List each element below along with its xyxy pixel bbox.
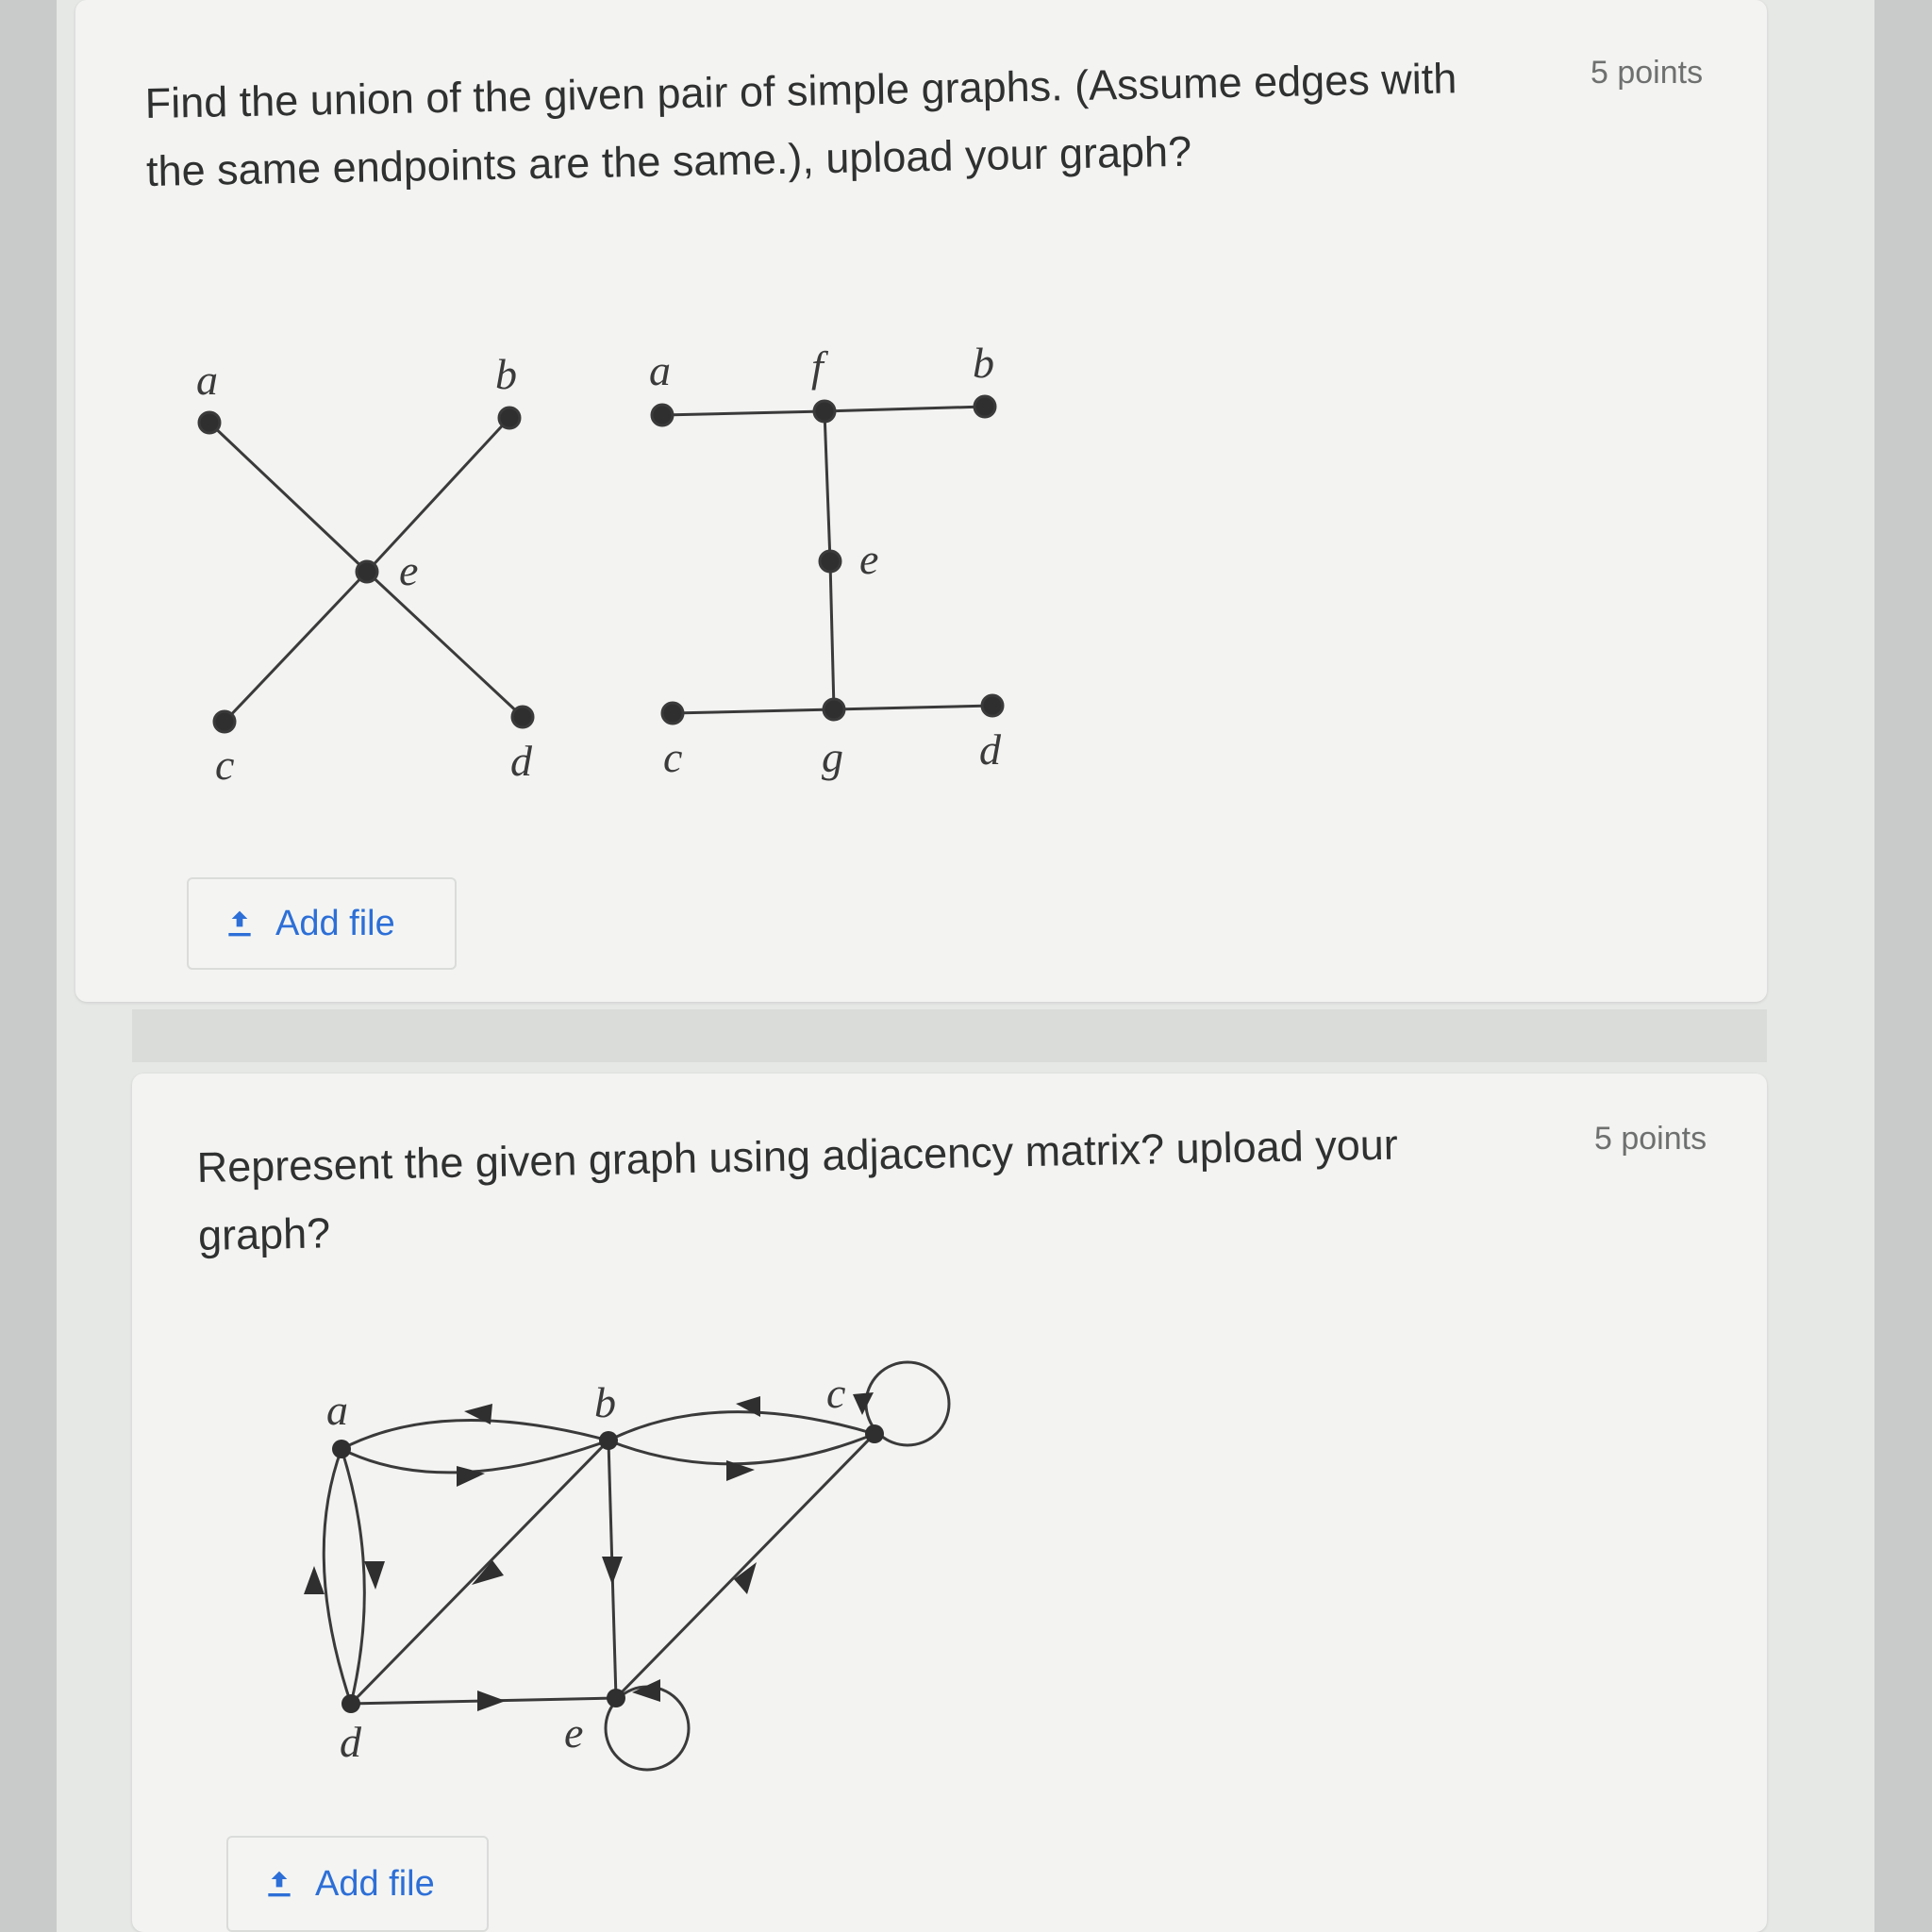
- node-c: [865, 1424, 884, 1443]
- arrowhead-a-d: [364, 1561, 385, 1590]
- add-file-button[interactable]: Add file: [187, 877, 457, 970]
- upload-icon: [268, 1871, 291, 1897]
- arrowhead-b-a: [464, 1404, 492, 1424]
- edge-e-c: [223, 570, 369, 724]
- node-b: [599, 1431, 618, 1450]
- directed-graph-nodes: [332, 1424, 884, 1713]
- label-a: a: [326, 1386, 348, 1434]
- edge-b-e: [365, 416, 511, 574]
- question-card-2: [132, 1074, 1767, 1932]
- label-e: e: [859, 535, 878, 583]
- label-e: e: [564, 1708, 583, 1757]
- label-b: b: [973, 339, 994, 387]
- node-d: [980, 693, 1005, 718]
- edge-a-d: [340, 1448, 366, 1705]
- label-d: d: [979, 725, 1002, 774]
- node-b: [497, 406, 522, 430]
- label-b: b: [594, 1378, 616, 1426]
- arrowhead-b-c: [726, 1460, 755, 1481]
- node-a: [197, 410, 222, 435]
- add-file-label: Add file: [275, 903, 395, 943]
- edge-b-d: [349, 1439, 610, 1706]
- node-d: [341, 1694, 360, 1713]
- node-a: [650, 403, 675, 427]
- edge-a-f: [661, 409, 825, 417]
- label-c: c: [215, 741, 234, 789]
- edge-a-b: [341, 1439, 609, 1474]
- edge-d-a: [322, 1448, 353, 1705]
- add-file-label: Add file: [315, 1863, 435, 1904]
- label-c: c: [826, 1369, 845, 1417]
- arrowhead-b-d: [472, 1560, 504, 1585]
- arrowhead-c-b: [736, 1396, 760, 1417]
- node-d: [510, 705, 535, 729]
- edge-b-c: [608, 1432, 875, 1466]
- upload-icon: [228, 910, 251, 937]
- edge-e-g: [828, 560, 836, 710]
- question-card-1: [75, 0, 1767, 1002]
- edge-f-b: [824, 405, 986, 413]
- edge-e-c: [614, 1432, 876, 1700]
- question-2-points: 5 points: [1594, 1121, 1707, 1157]
- node-a: [332, 1440, 351, 1458]
- label-g: g: [822, 733, 843, 781]
- node-e: [818, 549, 842, 574]
- node-c: [660, 701, 685, 725]
- edge-c-b: [608, 1410, 875, 1442]
- add-file-button[interactable]: Add file: [226, 1836, 489, 1932]
- arrowhead-d-a: [304, 1566, 325, 1594]
- card-separator: [132, 1009, 1767, 1062]
- label-d: d: [510, 737, 533, 785]
- directed-graph: [322, 1360, 951, 1772]
- edge-c-g: [672, 708, 835, 715]
- node-g: [822, 697, 846, 722]
- arrowhead-loop-c: [853, 1392, 874, 1415]
- edge-g-d: [833, 704, 993, 711]
- graph-2: [650, 394, 1005, 725]
- edge-e-d: [365, 570, 525, 719]
- arrowhead-e-c: [734, 1562, 757, 1594]
- label-a: a: [649, 346, 671, 394]
- node-b: [973, 394, 997, 419]
- node-c: [212, 709, 237, 734]
- edge-b-a: [341, 1419, 609, 1451]
- question-1-points: 5 points: [1591, 55, 1704, 91]
- label-c: c: [663, 733, 682, 781]
- arrowhead-a-b: [457, 1466, 485, 1487]
- node-f: [812, 399, 837, 424]
- graph-1: [197, 406, 535, 734]
- node-e: [355, 559, 379, 584]
- arrowhead-b-e: [602, 1557, 623, 1585]
- edge-arrowheads: [304, 1392, 874, 1711]
- label-e: e: [399, 546, 418, 594]
- edge-a-e: [208, 421, 369, 574]
- label-d: d: [340, 1718, 362, 1766]
- arrowhead-d-e: [477, 1690, 506, 1711]
- arrowhead-loop-e: [632, 1679, 660, 1702]
- label-a: a: [196, 356, 218, 404]
- label-b: b: [495, 350, 517, 398]
- edge-f-e: [823, 410, 832, 562]
- node-e: [607, 1689, 625, 1707]
